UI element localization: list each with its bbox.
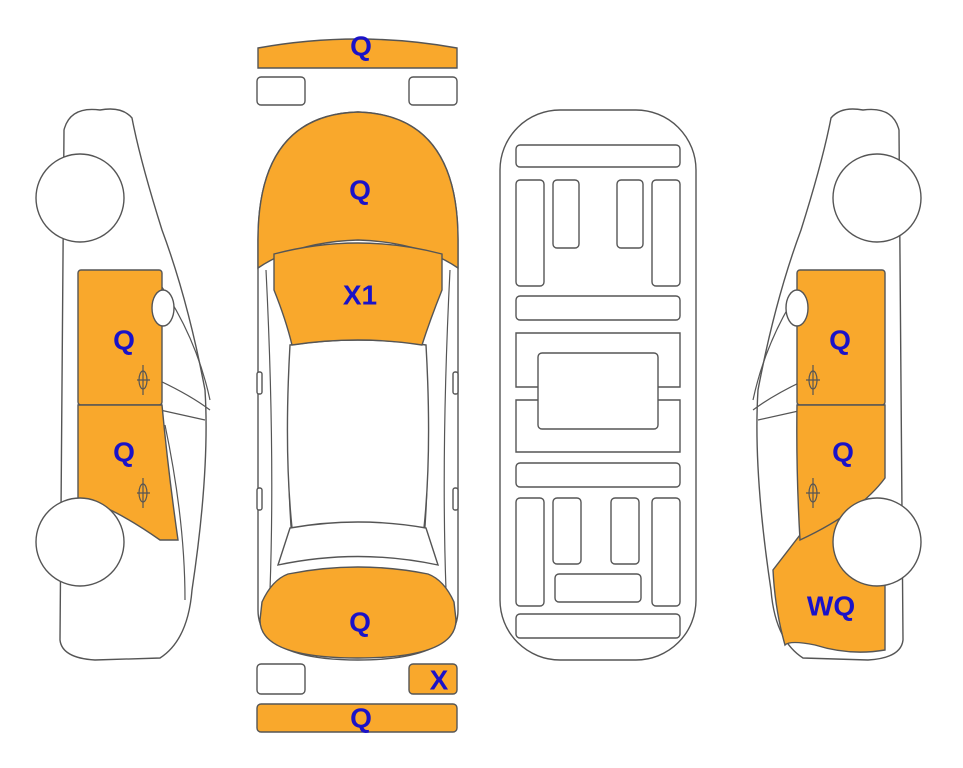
right-rear-door-panel bbox=[796, 404, 886, 542]
left-front-door-label: Q bbox=[113, 325, 135, 356]
hood-panel bbox=[257, 111, 459, 270]
right-front-door-label: Q bbox=[829, 325, 851, 356]
left-rear-wheel bbox=[35, 497, 125, 587]
roof bbox=[286, 339, 430, 529]
right-rear-quarter-label: WQ bbox=[807, 591, 855, 622]
rear-right-lamp-label: X bbox=[430, 665, 449, 696]
left-rear-door-label: Q bbox=[113, 437, 135, 468]
rear-bumper-panel bbox=[256, 703, 458, 733]
windshield-label: X1 bbox=[343, 280, 377, 311]
front-right-lamp bbox=[408, 76, 458, 106]
right-front-wheel bbox=[832, 153, 922, 243]
right-rear-wheel bbox=[832, 497, 922, 587]
front-left-lamp bbox=[256, 76, 306, 106]
front-bumper-label: Q bbox=[350, 31, 372, 62]
windshield-panel bbox=[273, 242, 443, 346]
left-side-view: Q Q bbox=[35, 108, 211, 661]
top-view: Q Q X1 Q X Q bbox=[256, 31, 459, 734]
rear-right-lamp-panel bbox=[408, 663, 458, 695]
rear-bumper-label: Q bbox=[350, 703, 372, 734]
underside-view bbox=[499, 109, 697, 661]
underside-center-panel bbox=[537, 352, 659, 430]
front-bumper-panel bbox=[257, 38, 458, 69]
left-front-wheel bbox=[35, 153, 125, 243]
rear-left-lamp bbox=[256, 663, 306, 695]
right-side-view: WQ Q Q bbox=[752, 108, 922, 661]
right-rear-door-label: Q bbox=[832, 437, 854, 468]
trunk-panel bbox=[259, 566, 457, 659]
hood-label: Q bbox=[349, 175, 371, 206]
trunk-label: Q bbox=[349, 607, 371, 638]
